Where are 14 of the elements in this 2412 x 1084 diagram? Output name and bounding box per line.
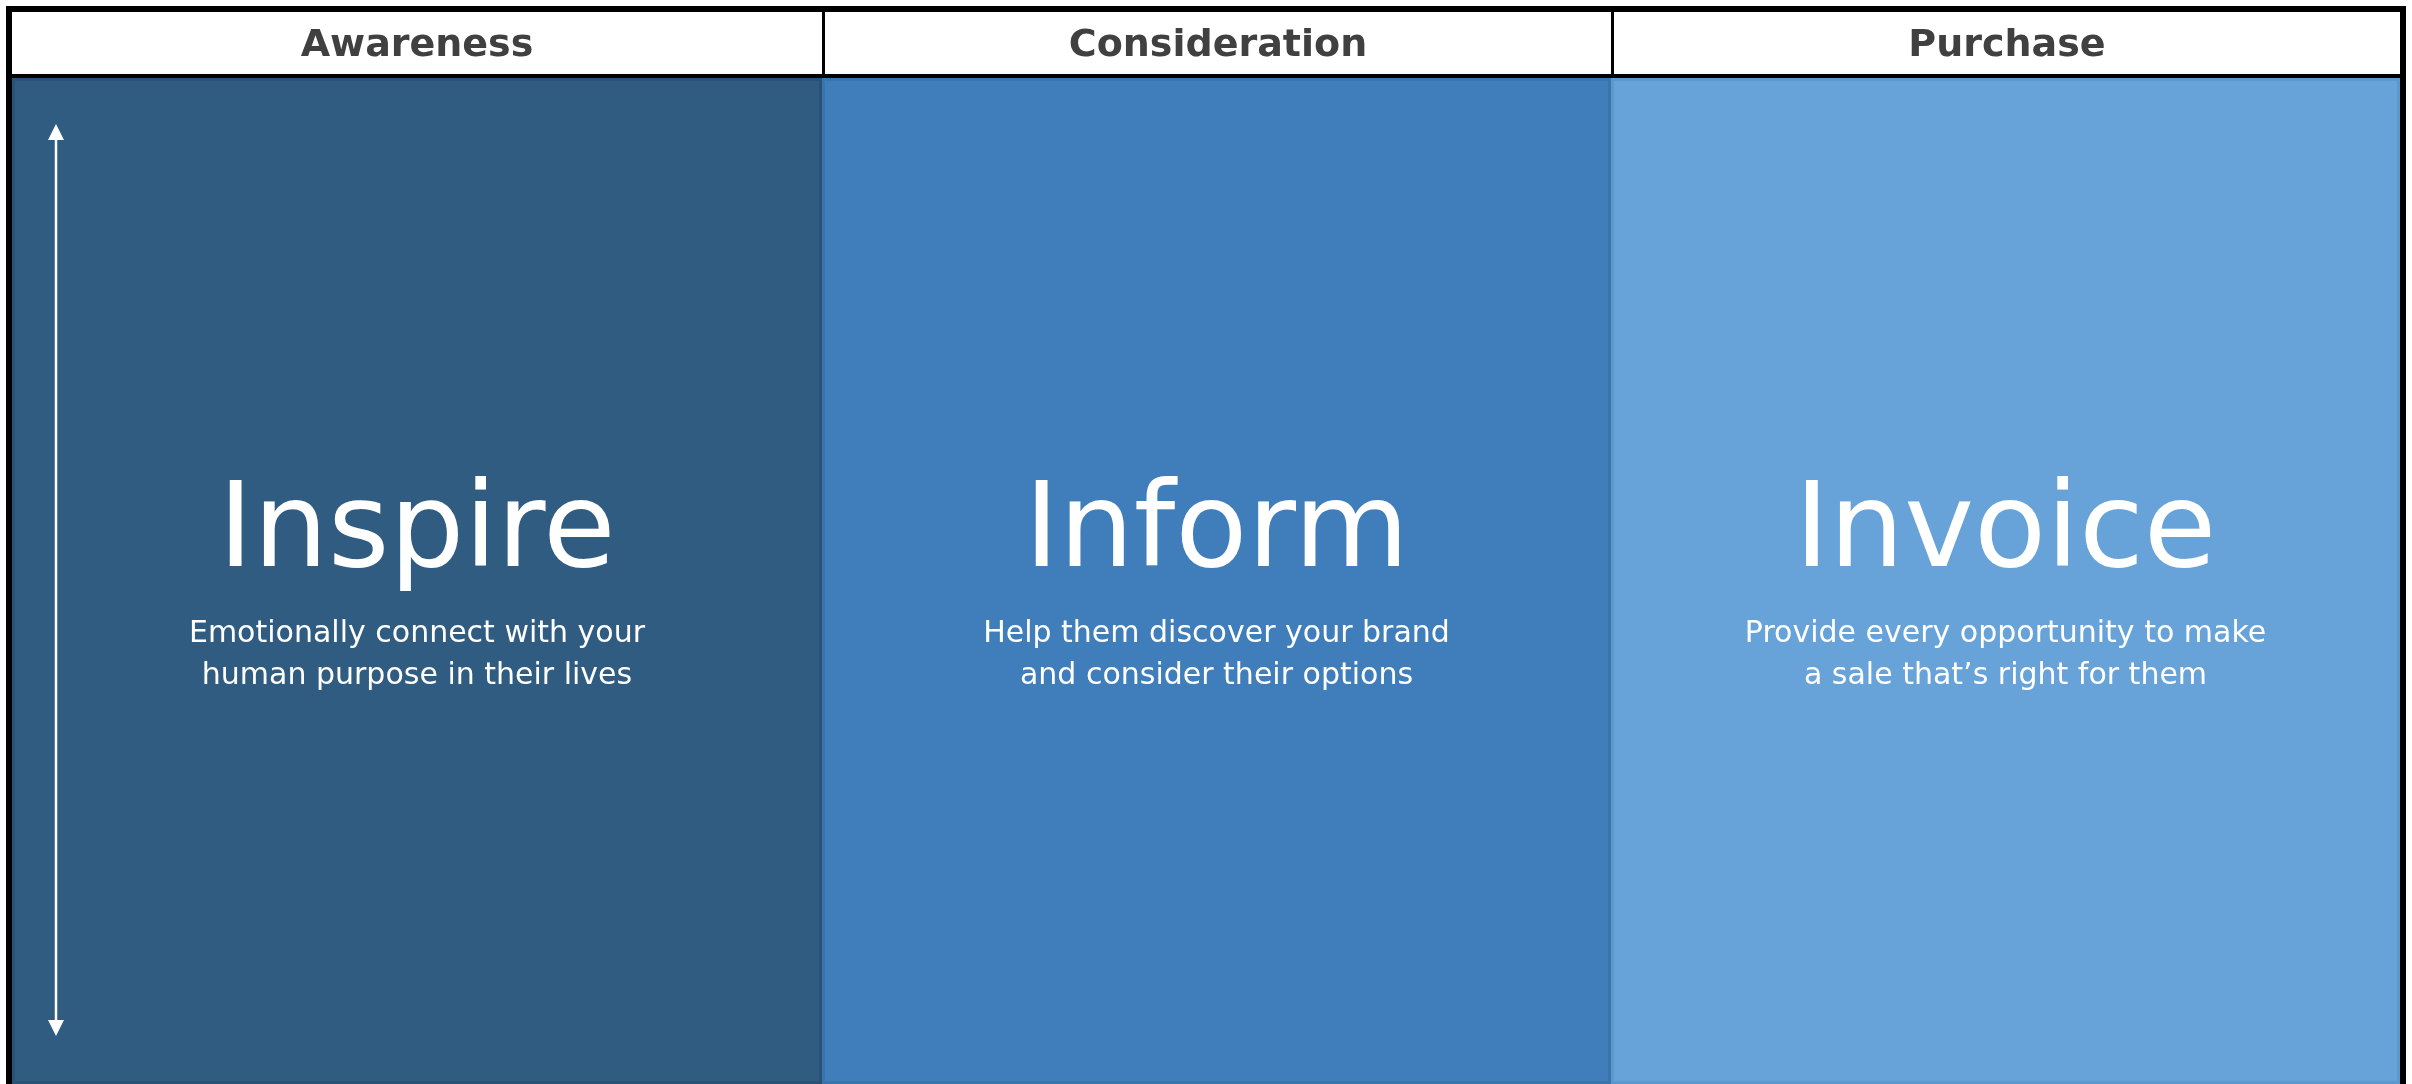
stage-panel — [12, 78, 822, 1084]
stage-title: Purchase — [1908, 21, 2106, 65]
panel-heading: Inspire — [218, 461, 616, 591]
panel-heading: Invoice — [1794, 461, 2217, 591]
stage-header — [1611, 12, 2400, 78]
panel-heading: Inform — [1024, 461, 1409, 591]
stage-title: Awareness — [300, 21, 534, 65]
panel-description: Help them discover your brand and consider their options — [982, 612, 1451, 693]
panel-description: Provide every opportunity to make a sale that’s right for them — [1743, 612, 2268, 693]
panel-description: Emotionally connect with your human purpose in their lives — [187, 612, 647, 693]
stage-panel — [1611, 78, 2400, 1084]
stage-title: Consideration — [1068, 21, 1368, 65]
stage-panel — [822, 78, 1611, 1084]
stage-header — [822, 12, 1611, 78]
